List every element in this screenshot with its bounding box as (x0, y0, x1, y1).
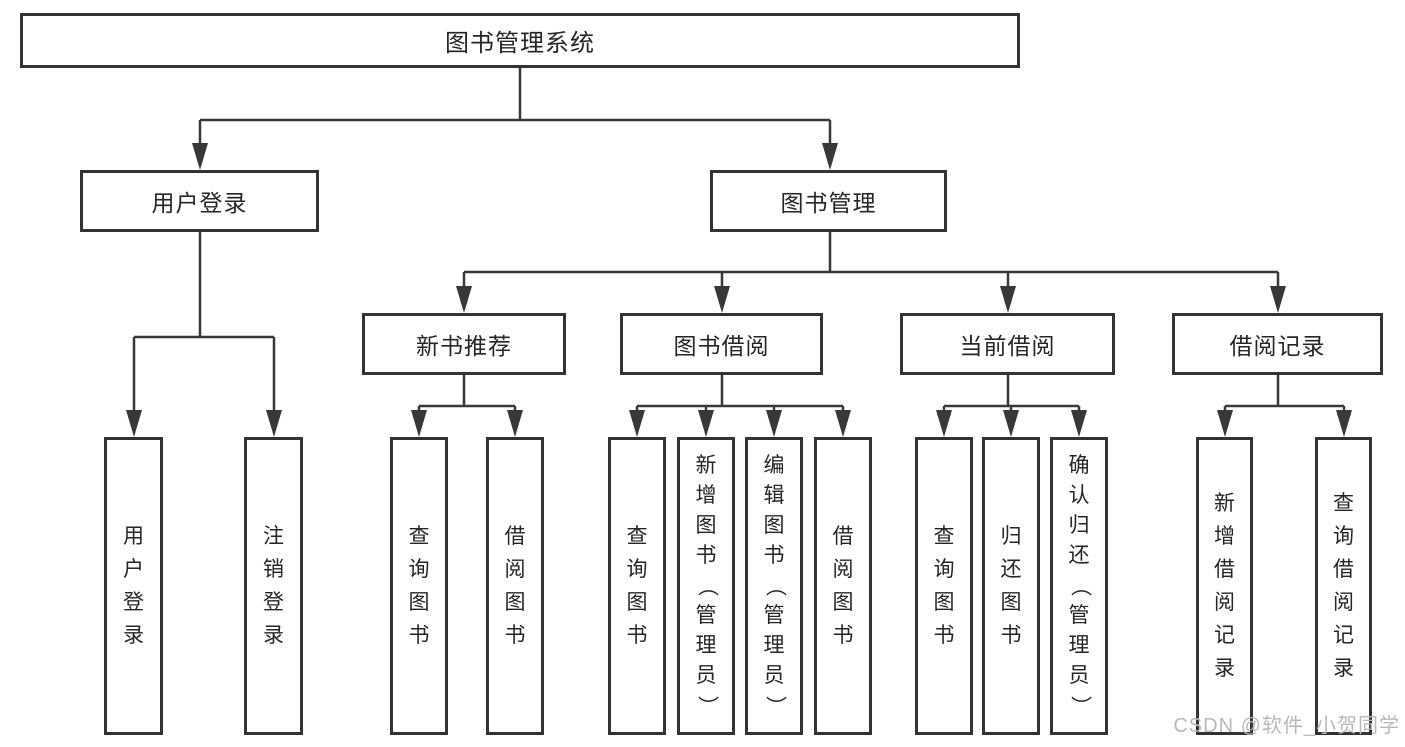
node-book-borrowing: 图书借阅 (620, 313, 823, 375)
leaf-add-book-admin: 新增图书（管理员） (677, 437, 735, 735)
node-new-book-recommend: 新书推荐 (362, 313, 566, 375)
node-current-borrowing: 当前借阅 (900, 313, 1115, 375)
connector-book-management (456, 232, 1286, 313)
node-borrowing-records: 借阅记录 (1172, 313, 1383, 375)
csdn-watermark: CSDN @软件_小贺同学 (1173, 715, 1400, 737)
connector-user-login (126, 232, 282, 437)
connector-book-borrowing (629, 375, 851, 437)
leaf-borrow-books-2: 借阅图书 (814, 437, 872, 735)
node-user-login: 用户登录 (80, 170, 319, 232)
leaf-return-book: 归还图书 (982, 437, 1040, 735)
leaf-query-books-2: 查询图书 (608, 437, 666, 735)
leaf-edit-book-admin: 编辑图书（管理员） (745, 437, 803, 735)
leaf-query-books-3: 查询图书 (915, 437, 973, 735)
connector-current-borrowing (936, 375, 1087, 437)
leaf-user-login: 用户登录 (104, 437, 163, 735)
leaf-logout: 注销登录 (244, 437, 303, 735)
leaf-confirm-return-admin: 确认归还（管理员） (1050, 437, 1108, 735)
node-root: 图书管理系统 (20, 13, 1020, 68)
leaf-add-borrow-record: 新增借阅记录 (1196, 437, 1253, 735)
connector-root (192, 68, 838, 170)
leaf-query-borrow-record: 查询借阅记录 (1315, 437, 1372, 735)
node-book-management: 图书管理 (710, 170, 947, 232)
leaf-borrow-books-1: 借阅图书 (486, 437, 544, 735)
connector-borrowing-records (1217, 375, 1352, 437)
leaf-query-books-1: 查询图书 (390, 437, 448, 735)
connector-new-book-recommend (411, 375, 523, 437)
